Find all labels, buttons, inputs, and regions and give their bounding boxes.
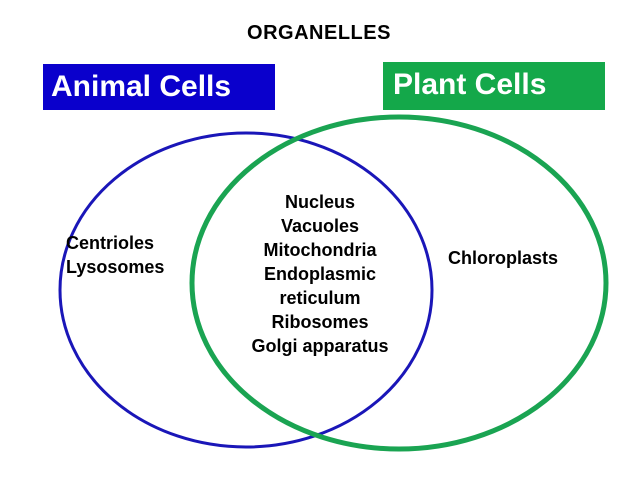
- organelle-label: Chloroplasts: [448, 248, 559, 268]
- organelle-label: Lysosomes: [66, 257, 165, 277]
- plant-only-organelles: Chloroplasts: [448, 246, 558, 270]
- animal-only-organelles: Centrioles Lysosomes: [66, 231, 164, 279]
- organelle-label: Golgi apparatus: [251, 336, 389, 356]
- organelle-label: Centrioles: [66, 233, 155, 253]
- organelle-label: Mitochondria: [263, 240, 377, 260]
- plant-cells-circle: [189, 114, 609, 452]
- animal-cells-label: Animal Cells: [43, 64, 275, 110]
- organelle-label: Endoplasmic: [263, 264, 377, 284]
- plant-cells-label: Plant Cells: [383, 62, 605, 110]
- organelle-label: Nucleus: [284, 192, 356, 212]
- organelle-label: Ribosomes: [271, 312, 369, 332]
- organelle-label: Vacuoles: [280, 216, 360, 236]
- diagram-title: ORGANELLES: [247, 22, 391, 44]
- organelle-label: reticulum: [279, 288, 361, 308]
- shared-organelles: Nucleus Vacuoles Mitochondria Endoplasmi…: [230, 190, 410, 358]
- animal-cells-circle: [58, 131, 434, 449]
